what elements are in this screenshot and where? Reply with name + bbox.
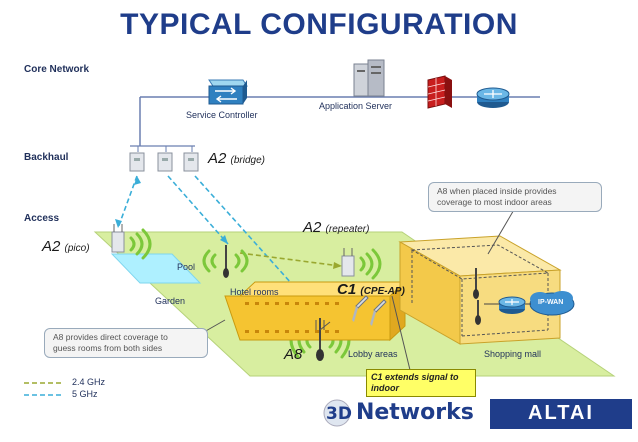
- a8-lobby-ap: [315, 318, 325, 361]
- section-access: Access: [24, 213, 60, 224]
- legend-label-24ghz: 2.4 GHz: [72, 377, 106, 387]
- link-5ghz-hotel: [167, 175, 229, 245]
- a2-repeater-ap: [341, 248, 355, 277]
- mall-router-icon: [498, 296, 526, 314]
- c1-cpe-devices: [352, 295, 387, 326]
- a2-repeater-label: A2 (repeater): [303, 219, 370, 236]
- brand-altai-text: ALTAI: [528, 402, 594, 424]
- service-controller-label: Service Controller: [186, 110, 258, 120]
- a8-label: A8: [284, 346, 303, 363]
- link-5ghz-pico: [117, 175, 138, 229]
- hotel-building: [224, 280, 407, 342]
- section-backhaul: Backhaul: [24, 152, 69, 163]
- altai-logo-badge: [490, 399, 632, 429]
- legend-label-5ghz: 5 GHz: [72, 389, 98, 399]
- hotel-rooms-label: Hotel rooms: [230, 287, 279, 297]
- firewall-icon: [427, 75, 452, 109]
- shopping-mall-label: Shopping mall: [484, 349, 542, 359]
- pool-label: Pool: [177, 262, 196, 272]
- link-24ghz-repeater: [239, 252, 341, 267]
- service-controller-icon: [208, 79, 248, 105]
- a2-bridge-unit: [129, 152, 199, 172]
- page-title: TYPICAL CONFIGURATION: [120, 8, 518, 41]
- a8-hotel-ap: [223, 245, 229, 278]
- callout-c1-extends: C1 extends signal to indoor: [366, 369, 476, 397]
- a2-bridge-label: A2 (bridge): [208, 150, 265, 167]
- a2-pico-label: A2 (pico): [42, 238, 90, 255]
- pool-area: [110, 253, 202, 284]
- ip-wan-cloud-icon: [529, 291, 575, 316]
- 3d-networks-logo-mark: [323, 399, 351, 427]
- core-router-icon: [476, 87, 510, 108]
- section-core-network: Core Network: [24, 64, 90, 75]
- ip-wan-label: IP-WAN: [538, 299, 564, 306]
- callout-a8-indoor: A8 when placed inside provides coverage …: [428, 182, 602, 212]
- callout-a8-direct: A8 provides direct coverage to guess roo…: [44, 328, 208, 358]
- garden-label: Garden: [155, 296, 186, 306]
- a2-pico-ap: [111, 224, 125, 253]
- application-server-icon: [353, 59, 385, 97]
- application-server-label: Application Server: [319, 101, 393, 111]
- c1-cpe-ap-label: C1 (CPE-AP): [337, 281, 405, 298]
- lobby-areas-label: Lobby areas: [348, 349, 398, 359]
- a8-mall-ap: [473, 268, 481, 325]
